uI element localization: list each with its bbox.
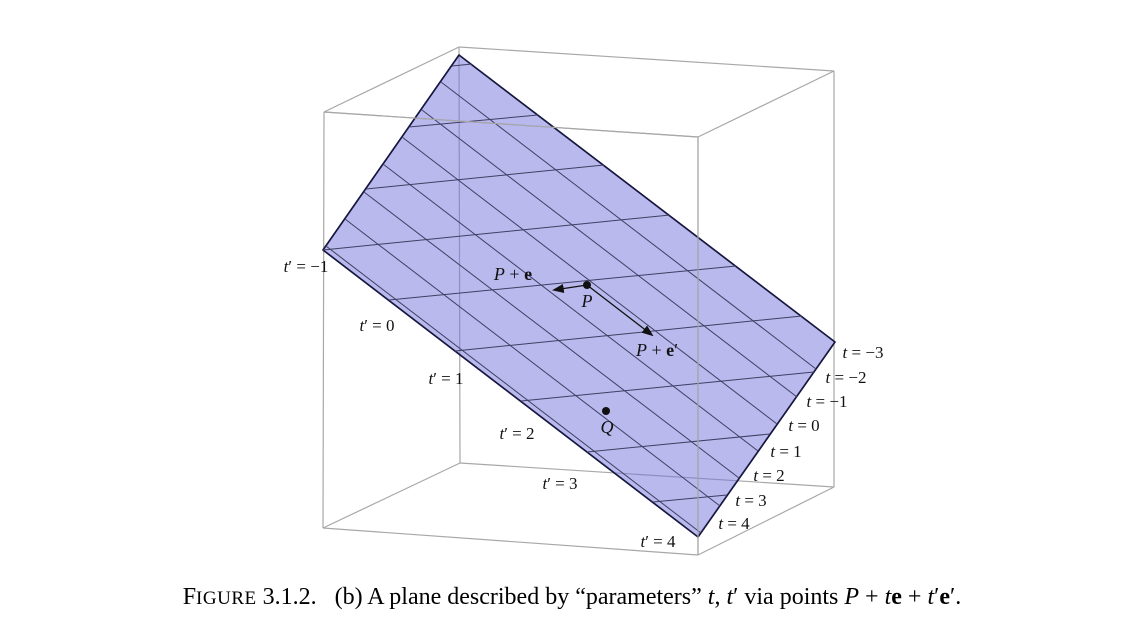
grid-line-t-prime--3 xyxy=(408,114,539,128)
grid-line-t-3 xyxy=(344,218,721,507)
grid-line-t-prime--1 xyxy=(322,214,671,251)
caption-segment: + xyxy=(859,584,885,610)
label-t-eq-4-label: t = 4 xyxy=(718,514,750,533)
point-Q xyxy=(602,407,610,415)
label-p-label: P xyxy=(581,291,593,311)
figure-caption: FIGURE 3.1.2. (b) A plane described by “… xyxy=(0,584,1144,611)
grid-line-t-4 xyxy=(325,245,702,534)
box-edge-front-BD xyxy=(323,111,699,138)
box-edge-AB xyxy=(323,46,460,113)
plane-diagram: t′ = −1 t′ = 0 t′ = 1 t′ = 2 t′ = 3 t′ = 4 t =… xyxy=(284,46,884,556)
caption-segment: , xyxy=(714,584,727,610)
label-p-plus-e-prime-label: P + e′ xyxy=(635,340,678,360)
label-t-prime-eq-2-label: t′ = 2 xyxy=(499,424,534,443)
grid-line-t--1 xyxy=(421,109,798,398)
label-t-eq-neg1-label: t = −1 xyxy=(807,392,848,411)
caption-segment: ′ xyxy=(934,584,940,610)
caption-segment: t xyxy=(927,584,935,610)
caption-segment: ′. xyxy=(950,584,962,610)
label-q-label: Q xyxy=(601,417,614,437)
box-edge-AC xyxy=(458,46,835,72)
e-prime-vector-arrow xyxy=(586,284,654,337)
grid-line-t-prime-0 xyxy=(388,265,737,301)
box-edge-BE xyxy=(322,111,325,529)
grid-line-t-prime-2 xyxy=(520,371,815,402)
caption-segment: P xyxy=(844,584,860,610)
label-t-eq-0-label: t = 0 xyxy=(788,416,819,435)
grid-line-t-prime-1 xyxy=(454,315,803,352)
label-t-eq-neg3-label: t = −3 xyxy=(843,343,884,362)
caption-segment: + xyxy=(901,584,928,610)
label-t-eq-1-label: t = 1 xyxy=(770,442,801,461)
label-t-eq-2-label: t = 2 xyxy=(753,466,784,485)
label-t-prime-eq-1-label: t′ = 1 xyxy=(428,369,463,388)
e-vector-arrow xyxy=(552,284,588,294)
caption-segment: e xyxy=(939,584,951,610)
label-t-eq-neg2-label: t = −2 xyxy=(826,368,867,387)
caption-segment: IGURE xyxy=(196,588,257,609)
grid-line-t-2 xyxy=(363,191,740,479)
point-P xyxy=(583,281,591,289)
label-t-prime-eq-neg1-label: t′ = −1 xyxy=(284,257,329,276)
label-t-prime-eq-0-label: t′ = 0 xyxy=(359,316,394,335)
caption-segment: t xyxy=(726,584,734,610)
grid-line-t-prime-4 xyxy=(652,494,728,503)
grid-line-t-prime--4 xyxy=(451,63,473,67)
caption-segment: 3.1.2. (b) A plane described by “paramet… xyxy=(256,584,708,610)
box-edge-back-EH xyxy=(322,462,461,529)
grid-line-t--2 xyxy=(440,81,817,370)
caption-segment: t xyxy=(884,584,892,610)
box-edge-FG xyxy=(697,486,835,556)
caption-segment: F xyxy=(182,584,197,610)
caption-segment: ′ via points xyxy=(733,584,845,610)
label-p-plus-e-label: P + e xyxy=(493,264,532,284)
caption-segment: e xyxy=(891,584,902,610)
box-edge-EF xyxy=(322,527,699,556)
grid-line-t-0 xyxy=(401,136,778,425)
label-t-eq-3-label: t = 3 xyxy=(735,491,766,510)
caption-segment: t xyxy=(707,584,715,610)
grid-line-t-prime--2 xyxy=(365,164,605,190)
label-t-prime-eq-4-label: t′ = 4 xyxy=(640,532,676,551)
box-edge-DC xyxy=(697,70,835,138)
grid-line-t-1 xyxy=(382,163,759,452)
plane-patch xyxy=(322,54,836,538)
label-t-prime-eq-3-label: t′ = 3 xyxy=(542,474,577,493)
